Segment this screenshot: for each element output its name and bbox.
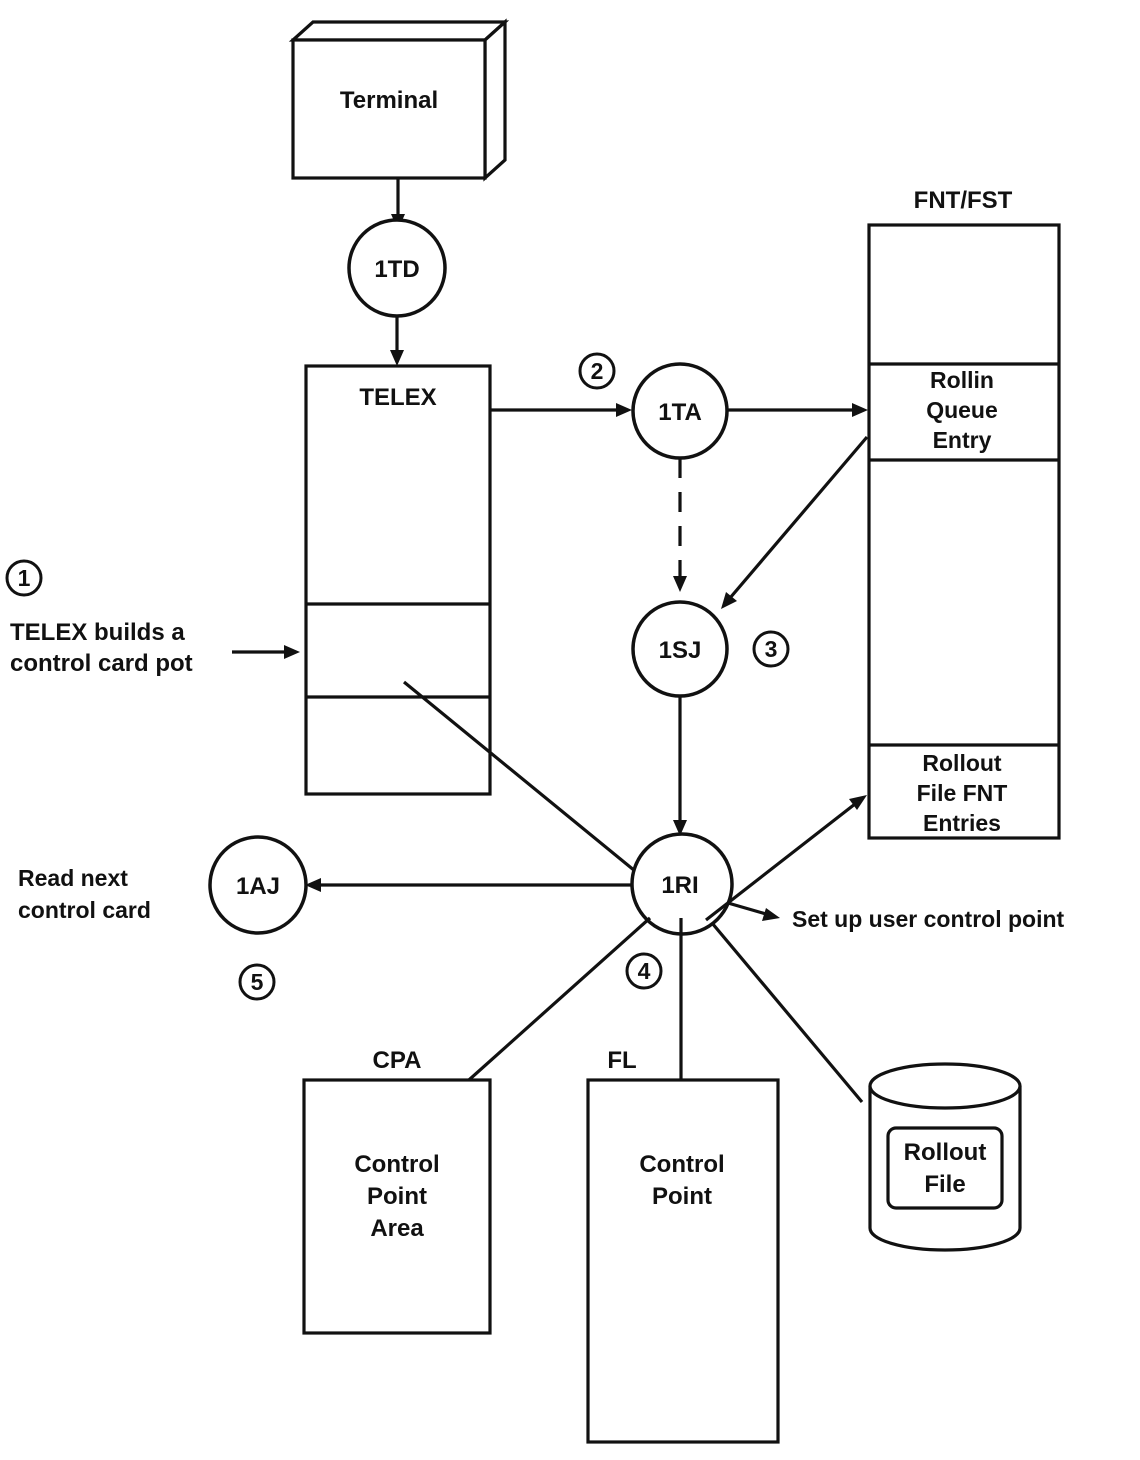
dashed-arrow-1ta-to-1sj	[673, 458, 687, 592]
rollout-file-cylinder: Rollout File	[868, 1062, 1022, 1252]
arrow-1td-to-telex	[390, 316, 404, 366]
step-badge-3: 3	[752, 630, 790, 668]
annotation-setup-user: Set up user control point	[792, 906, 1065, 932]
arrow-1ri-to-setup-user	[727, 901, 780, 921]
cpa-box: CPA Control Point Area	[302, 1047, 492, 1335]
node-1ri-label: 1RI	[661, 872, 698, 899]
cpa-title: CPA	[373, 1047, 422, 1074]
cpa-line2: Point	[367, 1183, 427, 1210]
rollout-fnt-entries-line2: File FNT	[917, 780, 1008, 806]
arrow-1sj-to-1ri	[673, 696, 687, 836]
annotation-telex-builds: TELEX builds a control card pot	[10, 619, 300, 677]
arrow-1ri-to-1aj	[305, 878, 632, 892]
arrow-1ta-to-rollin-queue	[727, 403, 868, 417]
line-1ri-to-rollout-file	[710, 921, 864, 1104]
step-badge-5-label: 5	[251, 969, 264, 995]
fnt-fst-title: FNT/FST	[914, 187, 1013, 214]
rollin-queue-entry-line1: Rollin	[930, 367, 994, 393]
rollout-fnt-entries-line3: Entries	[923, 810, 1001, 836]
rollin-queue-entry-line2: Queue	[926, 397, 998, 423]
arrow-telex-to-1ta	[490, 403, 632, 417]
cpa-line3: Area	[370, 1215, 424, 1242]
node-1td: 1TD	[347, 218, 447, 318]
step-badge-4-label: 4	[638, 958, 651, 984]
terminal-label: Terminal	[340, 87, 438, 114]
arrow-rollin-queue-to-1sj	[721, 435, 869, 609]
node-1ta: 1TA	[631, 362, 729, 460]
rollin-queue-entry-line3: Entry	[933, 427, 992, 453]
annotation-telex-builds-line1: TELEX builds a	[10, 619, 185, 646]
step-badge-4: 4	[625, 952, 663, 990]
step-badge-2: 2	[578, 352, 616, 390]
line-card-pot-to-1ri	[402, 680, 648, 882]
annotation-read-next-line2: control card	[18, 897, 151, 923]
rollout-file-line2: File	[924, 1171, 965, 1198]
fl-title: FL	[607, 1047, 636, 1074]
step-badge-3-label: 3	[765, 636, 778, 662]
telex-label: TELEX	[359, 384, 436, 411]
step-badge-1-label: 1	[18, 565, 31, 591]
rollout-file-line1: Rollout	[904, 1139, 987, 1166]
annotation-read-next-line1: Read next	[18, 865, 128, 891]
fl-box: FL Control Point	[586, 1047, 780, 1444]
cpa-line1: Control	[354, 1151, 439, 1178]
node-1aj-label: 1AJ	[236, 873, 280, 900]
node-1aj: 1AJ	[208, 835, 308, 935]
step-badge-5: 5	[238, 963, 276, 1001]
telex-box: TELEX	[304, 364, 492, 796]
fnt-fst-table: FNT/FST Rollin Queue Entry Rollout File …	[867, 187, 1061, 840]
annotation-read-next: Read next control card	[18, 865, 151, 923]
terminal: Terminal	[288, 18, 510, 182]
node-1ta-label: 1TA	[658, 399, 702, 426]
rollout-fnt-entries-line1: Rollout	[922, 750, 1002, 776]
node-1td-label: 1TD	[374, 256, 419, 283]
step-badge-1: 1	[5, 559, 43, 597]
node-1sj-label: 1SJ	[659, 637, 702, 664]
fl-line1: Control	[639, 1151, 724, 1178]
annotation-telex-builds-line2: control card pot	[10, 650, 193, 677]
step-badge-2-label: 2	[591, 358, 604, 384]
fl-line2: Point	[652, 1183, 712, 1210]
arrow-1ri-to-rollout-fnt	[705, 795, 867, 922]
node-1sj: 1SJ	[631, 600, 729, 698]
